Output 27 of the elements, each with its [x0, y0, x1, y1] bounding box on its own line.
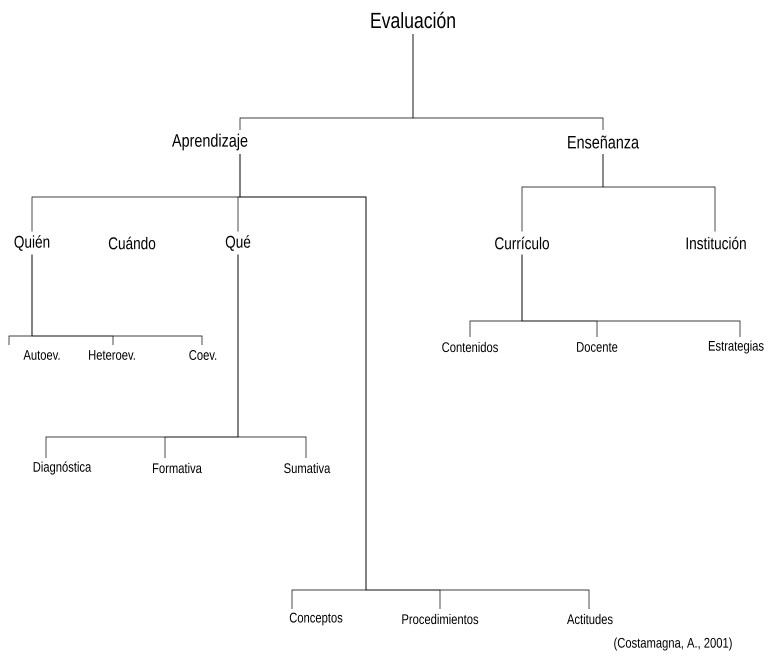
tree-label: Qué — [226, 235, 250, 251]
tree-label: Docente — [577, 342, 618, 352]
tree-label: Procedimientos — [402, 614, 478, 624]
tree-label: Cuándo — [108, 236, 156, 250]
tree-label: Evaluación — [371, 12, 455, 28]
connector-line — [238, 254, 306, 458]
tree-label: Coev. — [189, 350, 216, 360]
connector-line — [602, 154, 716, 232]
tree-label: Autoev. — [23, 350, 60, 360]
tree-label: Institución — [686, 236, 746, 250]
connector-line — [240, 154, 590, 610]
tree-label: Aprendizaje — [172, 134, 248, 150]
connector-line — [32, 254, 202, 346]
tree-label: Sumativa — [284, 462, 330, 474]
tree-label: Quién — [14, 235, 50, 251]
tree-label: Actitudes — [566, 614, 613, 624]
tree-label: Enseñanza — [568, 135, 640, 149]
tree-label: Heteroev. — [89, 350, 135, 360]
tree-label: Currículo — [495, 236, 550, 250]
connector-line — [522, 254, 740, 338]
connector-line — [412, 34, 604, 130]
tree-label: Estrategias — [708, 340, 764, 354]
tree-label: Contenidos — [442, 342, 498, 352]
tree-label: Formativa — [153, 462, 202, 474]
citation: (Costamagna, A., 2001) — [614, 637, 732, 651]
tree-label: Diagnóstica — [34, 461, 92, 475]
tree-label: Conceptos — [290, 612, 342, 626]
